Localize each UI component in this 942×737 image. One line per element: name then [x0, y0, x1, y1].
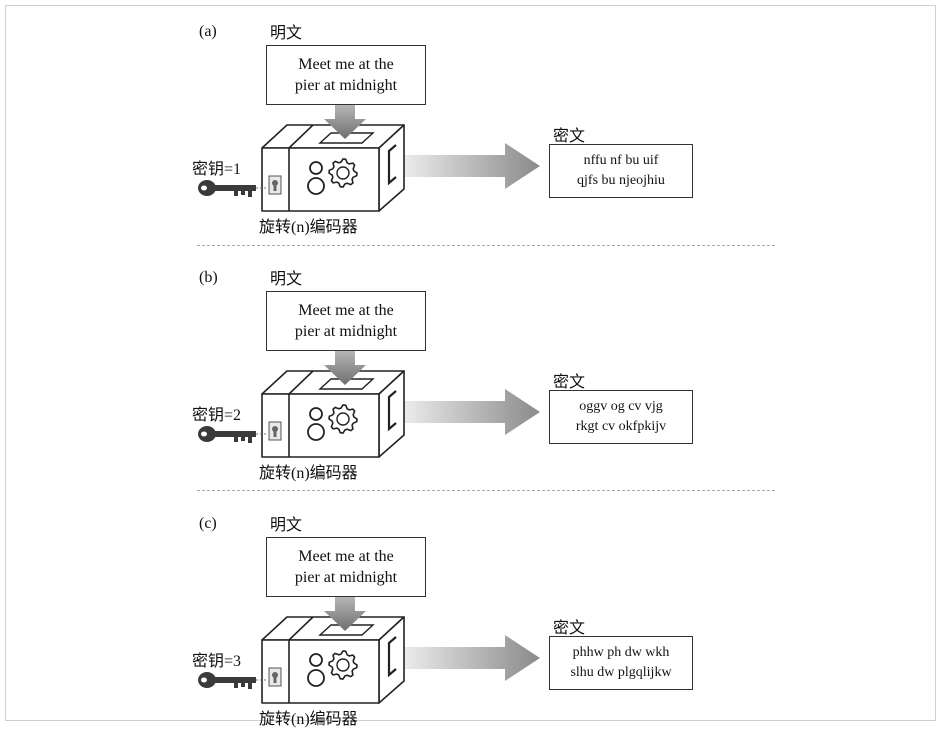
- keyhole-icon: [269, 422, 281, 440]
- key-icon: [198, 426, 268, 443]
- encoder-art: [0, 5, 942, 245]
- key-icon: [198, 180, 268, 197]
- key-icon: [198, 672, 268, 689]
- keyhole-icon: [269, 668, 281, 686]
- keyhole-icon: [269, 176, 281, 194]
- panel-a: (a) 明文 Meet me at the pier at midnight 密…: [0, 5, 942, 245]
- encoder-art: [0, 251, 942, 491]
- dashed-divider: [197, 245, 775, 246]
- right-arrow-icon: [395, 389, 540, 435]
- dashed-divider: [197, 490, 775, 491]
- right-arrow-icon: [395, 635, 540, 681]
- encoder-art: [0, 497, 942, 737]
- panel-b: (b) 明文 Meet me at the pier at midnight 密…: [0, 251, 942, 491]
- panel-c: (c) 明文 Meet me at the pier at midnight 密…: [0, 497, 942, 737]
- right-arrow-icon: [395, 143, 540, 189]
